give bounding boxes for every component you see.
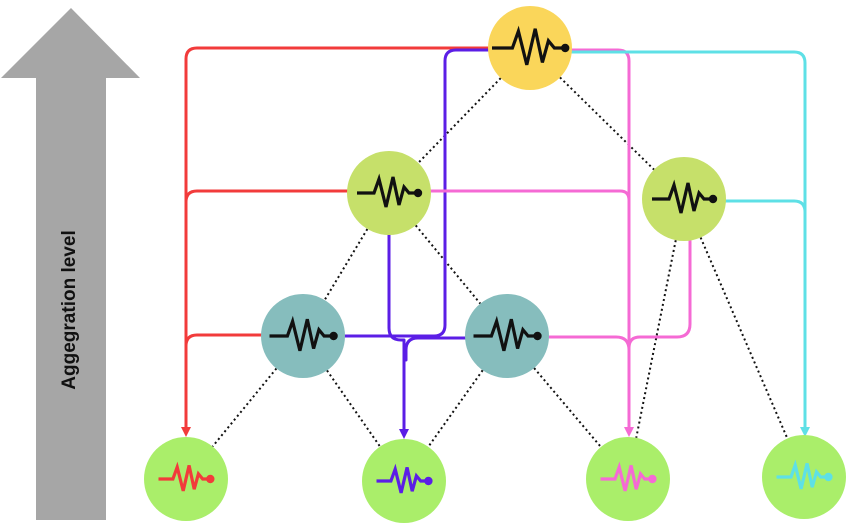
waveform-endpoint xyxy=(206,474,215,484)
node-agg-left xyxy=(347,151,431,235)
signal-waveform-icon xyxy=(158,461,215,492)
signal-waveform-icon xyxy=(376,463,433,494)
signal-waveform-icon xyxy=(600,461,657,492)
signal-waveform-icon xyxy=(492,25,570,66)
flow-line-red xyxy=(184,333,263,392)
waveform-line xyxy=(376,463,429,494)
node-mid-right xyxy=(465,294,549,378)
flow-line-pink xyxy=(627,239,692,362)
flow-line-purple xyxy=(387,233,409,439)
signal-waveform-icon xyxy=(776,459,833,490)
hierarchy-edges xyxy=(211,76,789,448)
hierarchy-edge xyxy=(635,239,677,439)
hierarchy-edge xyxy=(699,237,789,439)
flow-purple xyxy=(343,48,490,439)
signal-waveform-icon xyxy=(652,179,718,214)
waveform-line xyxy=(357,173,418,208)
waveform-endpoint xyxy=(824,472,833,482)
node-leaf-4 xyxy=(762,435,846,519)
signal-waveform-icon xyxy=(357,173,423,208)
flow-red xyxy=(181,46,490,437)
flow-line-purple xyxy=(343,48,490,338)
flow-line-red xyxy=(184,189,349,312)
node-leaf-1 xyxy=(144,437,228,521)
flow-line-cyan xyxy=(724,199,807,302)
hierarchy-edge xyxy=(326,369,381,448)
node-leaf-3 xyxy=(586,437,670,521)
waveform-endpoint xyxy=(708,194,718,204)
hierarchy-edge xyxy=(211,367,278,448)
flow-line-red xyxy=(181,46,490,437)
flow-line-purple xyxy=(404,336,467,362)
flow-pink xyxy=(429,48,692,437)
waveform-endpoint xyxy=(533,331,542,341)
waveform-line xyxy=(652,179,713,214)
hierarchy-edge xyxy=(533,367,602,448)
waveform-endpoint xyxy=(413,188,423,198)
reconciliation-flows xyxy=(181,46,810,439)
aggregation-axis: Aggegration level xyxy=(1,8,140,520)
hierarchy-edge xyxy=(414,224,482,305)
flow-line-pink xyxy=(547,335,631,364)
hierarchy-edge xyxy=(427,369,484,448)
signal-waveform-icon xyxy=(473,315,542,352)
waveform-line xyxy=(269,315,334,352)
flow-line-pink xyxy=(570,48,634,437)
hierarchy-edge xyxy=(417,77,502,164)
node-leaf-2 xyxy=(362,439,446,523)
waveform-endpoint xyxy=(329,331,338,341)
hierarchy-edge xyxy=(559,76,655,171)
axis-label: Aggegration level xyxy=(59,230,80,389)
waveform-line xyxy=(158,461,211,492)
flow-line-pink xyxy=(429,189,631,292)
waveform-line xyxy=(492,25,566,66)
node-mid-left xyxy=(261,294,345,378)
signal-waveform-icon xyxy=(269,315,338,352)
flow-line-cyan xyxy=(570,50,810,437)
node-root xyxy=(488,6,572,90)
aggregation-arrow-icon xyxy=(1,8,140,520)
waveform-line xyxy=(473,315,538,352)
hierarchy-edge xyxy=(323,228,369,301)
waveform-line xyxy=(776,459,829,490)
waveform-line xyxy=(600,461,653,492)
waveform-endpoint xyxy=(561,43,570,53)
flow-cyan xyxy=(570,50,810,437)
waveform-endpoint xyxy=(648,474,657,484)
series-nodes xyxy=(144,6,846,523)
waveform-endpoint xyxy=(424,476,433,486)
node-agg-right xyxy=(642,157,726,241)
